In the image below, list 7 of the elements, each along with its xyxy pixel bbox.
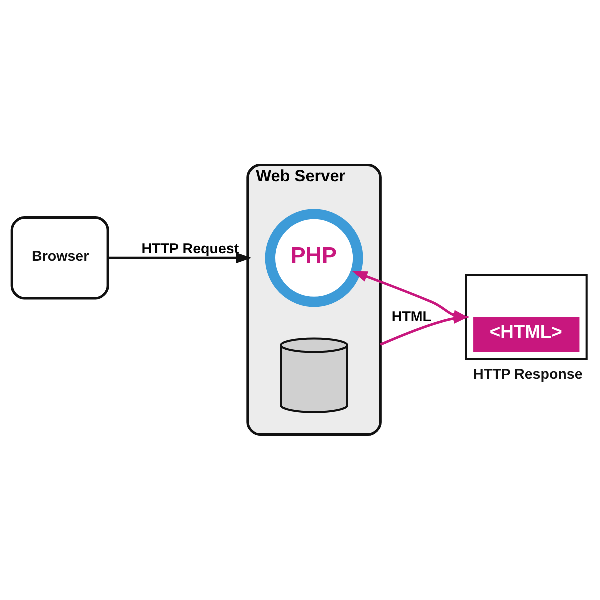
node-label: HTTP Response: [474, 366, 583, 383]
edge-label: HTML: [392, 310, 432, 326]
arrow: [380, 313, 470, 346]
node-circle: PHP: [265, 209, 364, 308]
edge-label: HTTP Request: [142, 241, 240, 258]
node-box: Browser: [10, 216, 110, 300]
arrow: [108, 252, 252, 264]
